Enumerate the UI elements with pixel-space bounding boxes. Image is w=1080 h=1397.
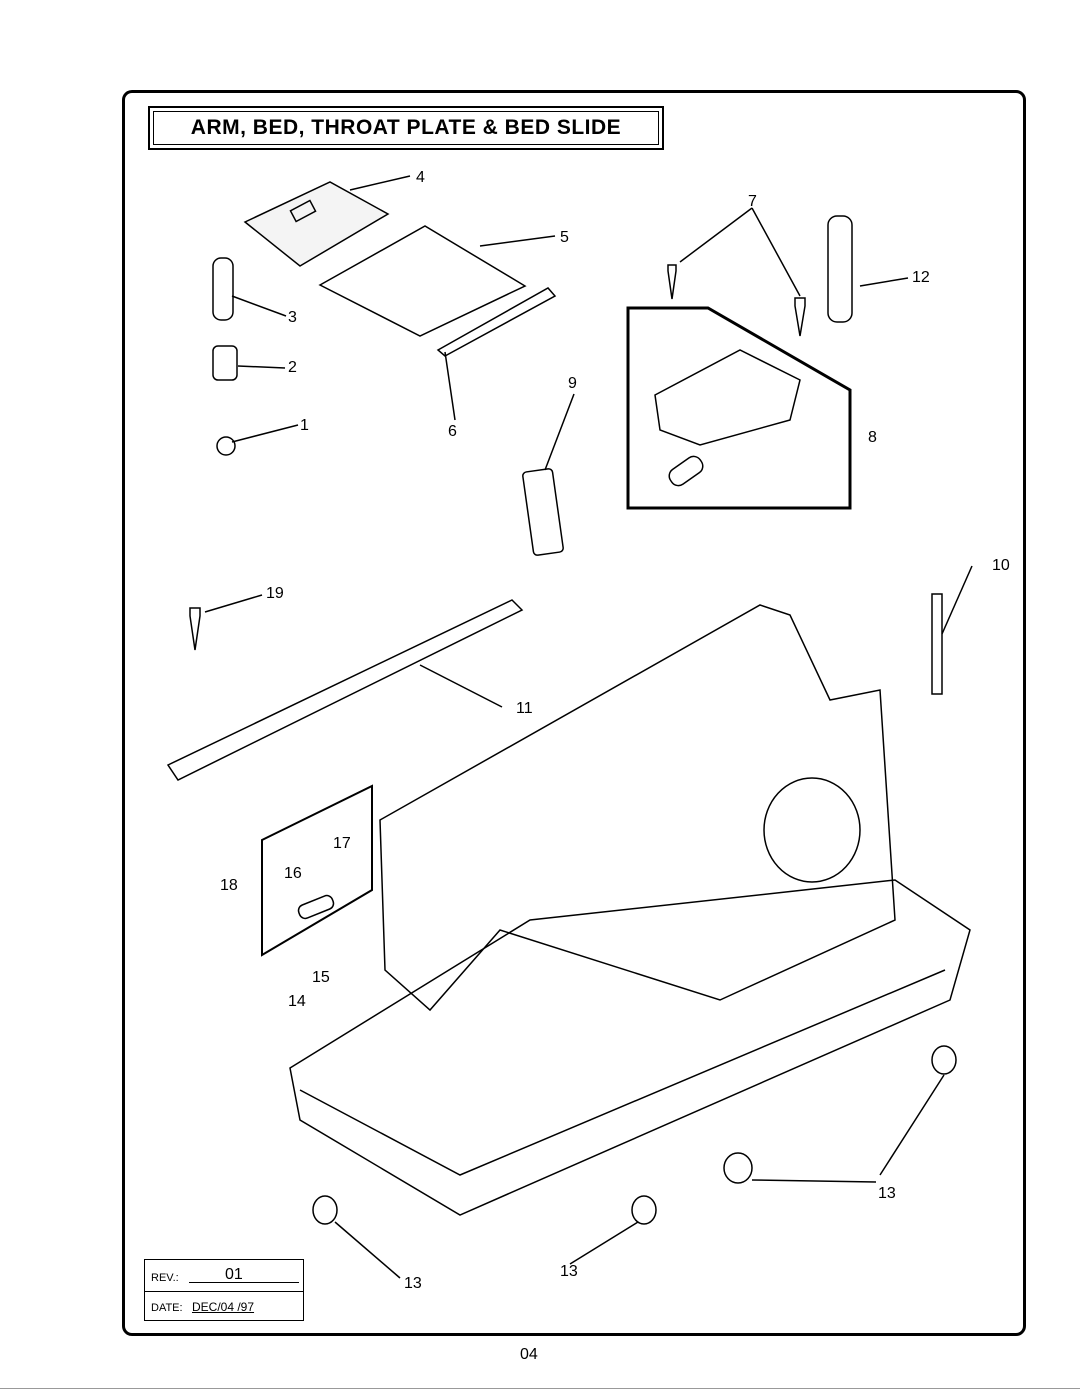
date-value: DEC/04 /97	[192, 1300, 255, 1314]
rubber-foot	[723, 1152, 753, 1184]
bed-slide-bar	[436, 287, 557, 357]
revision-block: REV.: 01 DATE: DEC/04 /97	[144, 1259, 304, 1321]
callout-label: 2	[288, 359, 297, 376]
callout-label: 13	[560, 1263, 578, 1280]
grip-part	[522, 468, 564, 556]
bed-slide-part	[318, 225, 527, 337]
callout-label: 9	[568, 375, 577, 392]
part-box-18	[261, 784, 373, 957]
callout-label: 8	[868, 429, 877, 446]
rev-underline	[189, 1282, 299, 1283]
rev-label: REV.:	[151, 1272, 179, 1284]
callout-label: 1	[300, 417, 309, 434]
callout-label: 13	[404, 1275, 422, 1292]
callout-label: 16	[284, 865, 302, 882]
screw-part	[794, 297, 806, 337]
callout-label: 10	[992, 557, 1010, 574]
handwheel-opening	[763, 777, 861, 883]
rod-part	[827, 215, 853, 323]
callout-label: 18	[220, 877, 238, 894]
rubber-foot	[312, 1195, 338, 1225]
pin-part	[212, 257, 234, 321]
callout-label: 6	[448, 423, 457, 440]
bed-base	[289, 879, 971, 1216]
callout-label: 3	[288, 309, 297, 326]
screw-part	[189, 607, 201, 651]
page-number: 04	[520, 1346, 538, 1363]
revision-row: REV.: 01	[145, 1260, 303, 1292]
callout-label: 14	[288, 993, 306, 1010]
callout-label: 11	[516, 700, 533, 717]
callout-label: 5	[560, 229, 569, 246]
rubber-foot	[931, 1045, 957, 1075]
long-screw-part	[931, 593, 943, 695]
arm-body	[379, 604, 896, 1012]
title-box: ARM, BED, THROAT PLATE & BED SLIDE	[148, 106, 664, 150]
bed-slide-guide	[166, 599, 524, 781]
callout-label: 7	[748, 193, 757, 210]
callout-label: 19	[266, 585, 284, 602]
throat-plate-part	[243, 181, 390, 267]
callout-label: 4	[416, 169, 425, 186]
screw-part	[667, 264, 677, 300]
spring-part	[212, 345, 238, 381]
callout-label: 12	[912, 269, 930, 286]
callout-label: 13	[878, 1185, 896, 1202]
rubber-foot	[631, 1195, 657, 1225]
callout-labels: 1 2 3 4 5 6 7 8 9 10 11 12 13 13 13 13 1…	[220, 169, 1010, 1292]
rev-value: 01	[225, 1266, 243, 1283]
callout-label: 15	[312, 969, 330, 986]
callout-label: 17	[333, 835, 351, 852]
diagram-frame	[122, 90, 1026, 1336]
date-label: DATE:	[151, 1302, 183, 1314]
bottom-rule	[0, 1388, 1080, 1389]
presser-assembly-box	[626, 306, 852, 510]
e-ring-part	[216, 436, 236, 456]
